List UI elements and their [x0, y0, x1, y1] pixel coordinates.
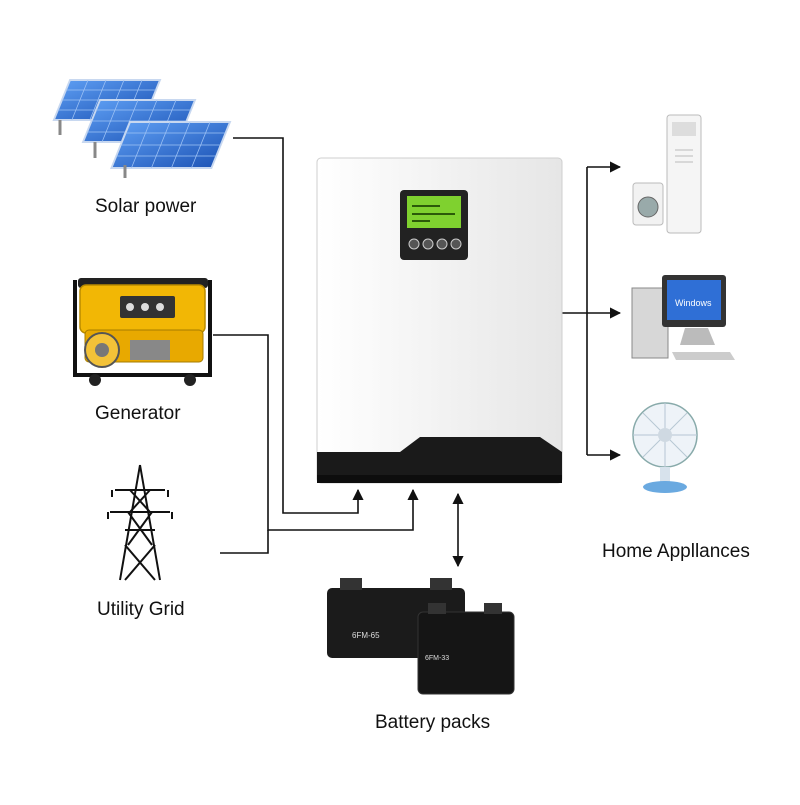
generator-icon [73, 278, 212, 386]
utility-grid-icon [107, 464, 173, 581]
battery-packs-label: Battery packs [375, 712, 491, 733]
solar-panel-icon [52, 79, 232, 178]
utility-grid-label: Utility Grid [97, 599, 185, 620]
inverter-unit [316, 157, 563, 484]
home-appliances-label: Home Appllances [602, 541, 750, 562]
computer-icon: Windows [631, 275, 735, 360]
fan-icon [632, 402, 698, 493]
generator-label: Generator [95, 403, 181, 424]
grid-line [220, 530, 269, 554]
battery-2-marking: 6FM-33 [425, 655, 449, 662]
washing-machine-icon [632, 182, 664, 226]
monitor-text: Windows [675, 298, 712, 308]
battery-pack-icon: 6FM-65 6FM-33 [327, 578, 515, 695]
battery-1-marking: 6FM-65 [352, 631, 380, 640]
connection-lines [213, 137, 622, 568]
solar-line [233, 137, 364, 514]
solar-power-label: Solar power [95, 196, 197, 217]
air-conditioner-icon [666, 114, 702, 234]
